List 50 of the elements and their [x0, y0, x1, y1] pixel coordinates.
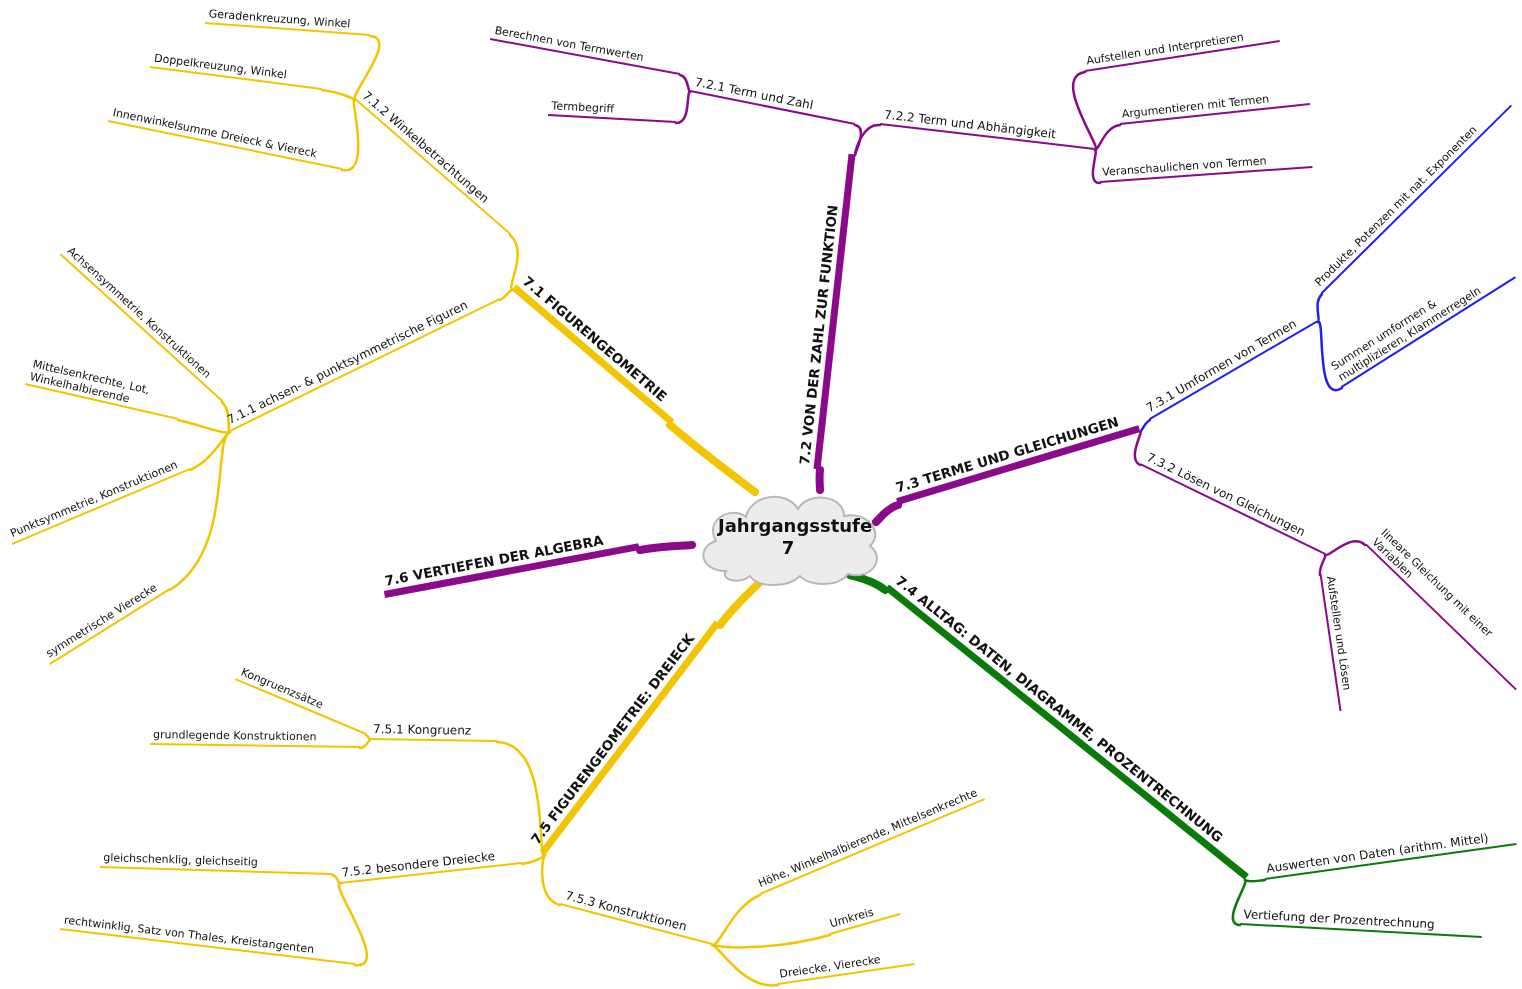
- branch-label: Vertiefung der Prozentrechnung: [1240, 908, 1483, 938]
- branch-label: Dreiecke, Vierecke: [775, 949, 915, 985]
- branch-line: [320, 88, 357, 102]
- branch-line: [1323, 540, 1367, 557]
- branch-label: gleichschenklig, gleichseitig: [100, 852, 333, 875]
- branch-line: [666, 421, 759, 496]
- branch-line: [337, 882, 369, 967]
- branch-label: 7.2.1 Term und Zahl: [690, 75, 859, 125]
- branch-label: rechtwinklig, Satz von Thales, Kreistangenten: [60, 914, 357, 965]
- branch-line: [508, 233, 519, 292]
- branch-label: 7.2 VON DER ZAHL ZUR FUNKTION: [796, 152, 855, 470]
- central-topic: Jahrgangsstufe 7: [716, 515, 874, 559]
- branch-line: [674, 90, 692, 125]
- branch-line: [853, 123, 882, 157]
- branch-line: [872, 501, 902, 526]
- branch-label: Aufstellen und Lösen: [1320, 572, 1356, 712]
- branch-label: Aufstellen und Interpretieren: [1082, 26, 1280, 72]
- branch-line: [1093, 123, 1122, 152]
- branch-line: [540, 853, 562, 907]
- branch-label: Umkreis: [825, 899, 900, 935]
- branch-line: [1316, 292, 1324, 324]
- branch-line: [1231, 878, 1247, 927]
- branch-label: 7.5.1 Kongruenz: [370, 723, 498, 742]
- branch-line: [1318, 553, 1327, 577]
- branch-line: [710, 943, 780, 987]
- branch-line: [1316, 320, 1344, 392]
- branch-label: 7.2.2 Term und Abhängigkeit: [880, 108, 1097, 150]
- branch-label: Veranschaulichen von Termen: [1098, 152, 1312, 183]
- branch-line: [168, 430, 232, 592]
- branch-label: Geradenkreuzung, Winkel: [205, 8, 372, 36]
- branch-line: [1133, 430, 1142, 467]
- branch-line: [330, 873, 342, 886]
- branch-line: [815, 466, 824, 494]
- branch-line: [498, 288, 514, 302]
- branch-label: Auswerten von Daten (arithm. Mittel): [1262, 828, 1517, 880]
- branch-label: Termbegriff: [548, 100, 677, 123]
- branch-line: [176, 418, 232, 434]
- branch-line: [220, 400, 232, 434]
- branch-line: [678, 73, 692, 94]
- branch-line: [636, 541, 696, 554]
- branch-line: [1138, 418, 1152, 434]
- branch-line: [1243, 878, 1267, 883]
- branch-line: [358, 738, 372, 750]
- branch-label: 7.5.2 besondere Dreiecke: [338, 847, 522, 884]
- branch-line: [1091, 148, 1102, 185]
- branch-line: [495, 740, 547, 857]
- branch-line: [364, 733, 372, 742]
- branch-label: Argumentieren mit Termen: [1118, 89, 1310, 125]
- branch-label: grundlegende Konstruktionen: [150, 729, 361, 748]
- branch-line: [710, 893, 762, 947]
